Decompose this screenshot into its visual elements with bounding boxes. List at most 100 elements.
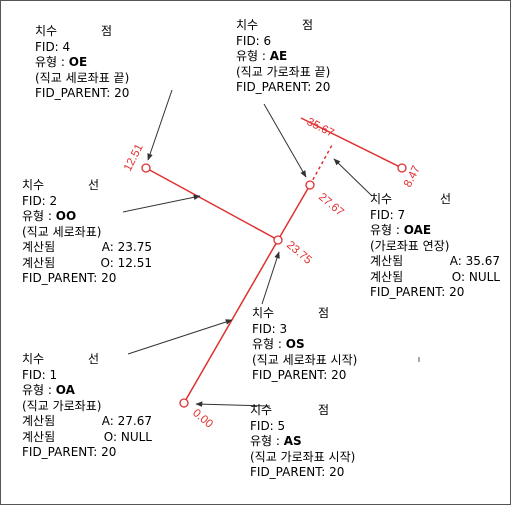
type-line: 유형 : OAE xyxy=(370,223,500,239)
calc-value: O: 12.51 xyxy=(100,255,152,270)
type-line: 유형 : AE xyxy=(236,49,330,65)
heading-kind: 점 xyxy=(318,403,330,417)
type-code: OO xyxy=(55,209,77,223)
calc-row-a: 계산됨 A: 23.75 xyxy=(22,240,152,256)
fid-label: FID: 3 xyxy=(252,321,288,336)
type-code: OE xyxy=(68,55,88,69)
fid-label: FID: 7 xyxy=(370,207,406,222)
type-prefix: 유형 : xyxy=(370,223,404,237)
block-heading: 치수 선 xyxy=(22,352,152,368)
type-prefix: 유형 : xyxy=(250,434,284,448)
segment-oae-dashed xyxy=(309,144,333,186)
calc-value: A: 23.75 xyxy=(101,240,152,254)
fid-parent: FID_PARENT: 20 xyxy=(252,368,347,382)
label-block-fid3: 치수 점 FID: 3 유형 : OS (직교 세로좌표 시작) FID_PAR… xyxy=(252,306,357,384)
fid-label: FID: 2 xyxy=(22,193,58,208)
leader-fid6 xyxy=(263,103,307,178)
heading-dimension: 치수 xyxy=(252,306,275,320)
type-prefix: 유형 : xyxy=(22,209,56,223)
node-bottom xyxy=(179,398,189,408)
type-prefix: 유형 : xyxy=(22,383,56,397)
label-block-fid4: 치수 점 FID: 4 유형 : OE (직교 세로좌표 끝) FID_PARE… xyxy=(35,24,129,102)
type-prefix: 유형 : xyxy=(236,49,270,63)
heading-dimension: 치수 xyxy=(370,192,393,206)
type-prefix: 유형 : xyxy=(35,55,69,69)
fid-label: FID: 5 xyxy=(250,418,286,433)
calc-label: 계산됨 xyxy=(22,255,56,270)
heading-kind: 선 xyxy=(88,352,100,366)
block-heading: 치수 점 xyxy=(252,306,357,322)
node-oae-right xyxy=(397,163,407,173)
block-heading: 치수 점 xyxy=(236,18,330,34)
heading-kind: 점 xyxy=(318,306,330,320)
block-heading: 치수 점 xyxy=(35,24,129,40)
type-code: OS xyxy=(285,337,305,351)
fid-parent: FID_PARENT: 20 xyxy=(35,86,130,100)
type-description: (직교 가로좌표 시작) xyxy=(250,449,356,464)
calc-row-o: 계산됨 O: NULL xyxy=(370,270,500,286)
calc-label: 계산됨 xyxy=(370,269,404,284)
calc-label: 계산됨 xyxy=(370,254,404,268)
type-line: 유형 : OO xyxy=(22,209,152,225)
heading-kind: 점 xyxy=(302,18,314,32)
type-line: 유형 : AS xyxy=(250,434,355,450)
fid-parent: FID_PARENT: 20 xyxy=(250,465,345,479)
segment-oae xyxy=(300,117,403,169)
heading-dimension: 치수 xyxy=(22,352,45,366)
calc-value: O: NULL xyxy=(103,429,152,444)
label-block-fid2: 치수 선 FID: 2 유형 : OO (직교 세로좌표) 계산됨 A: 23.7… xyxy=(22,178,152,287)
calc-value: O: NULL xyxy=(451,269,500,284)
node-junction xyxy=(273,235,283,245)
leader-fid4 xyxy=(147,89,173,161)
type-description: (직교 세로좌표) xyxy=(22,224,102,239)
calc-label: 계산됨 xyxy=(22,240,56,254)
calc-label: 계산됨 xyxy=(22,414,56,428)
type-description: (직교 가로좌표) xyxy=(22,398,102,413)
fid-label: FID: 4 xyxy=(35,39,71,54)
type-code: OAE xyxy=(403,223,432,237)
calc-row-a: 계산됨 A: 35.67 xyxy=(370,254,500,270)
leader-fid1 xyxy=(127,319,233,355)
calc-row-o: 계산됨 O: 12.51 xyxy=(22,256,152,272)
label-block-fid7: 치수 선 FID: 7 유형 : OAE (가로좌표 연장) 계산됨 A: 35.… xyxy=(370,192,500,301)
calc-label: 계산됨 xyxy=(22,429,56,444)
heading-kind: 선 xyxy=(440,192,452,206)
type-line: 유형 : OA xyxy=(22,383,152,399)
leader-fid5 xyxy=(195,401,271,407)
fid-parent: FID_PARENT: 20 xyxy=(370,285,465,299)
heading-kind: 점 xyxy=(101,24,113,38)
type-prefix: 유형 : xyxy=(252,337,286,351)
type-description: (직교 가로좌표 끝) xyxy=(236,64,331,79)
label-block-fid6: 치수 점 FID: 6 유형 : AE (직교 가로좌표 끝) FID_PARE… xyxy=(236,18,330,96)
measure-ae: 27.67 xyxy=(316,191,346,219)
heading-dimension: 치수 xyxy=(35,24,58,38)
type-code: OA xyxy=(55,383,75,397)
fid-parent: FID_PARENT: 20 xyxy=(22,445,117,459)
fid-label: FID: 1 xyxy=(22,367,58,382)
fid-label: FID: 6 xyxy=(236,33,272,48)
leader-fid7 xyxy=(333,158,373,197)
type-line: 유형 : OE xyxy=(35,55,129,71)
heading-dimension: 치수 xyxy=(250,403,273,417)
fid-parent: FID_PARENT: 20 xyxy=(22,271,117,285)
measure-junction: 23.75 xyxy=(284,239,314,267)
fid-parent: FID_PARENT: 20 xyxy=(236,80,331,94)
leader-fid2 xyxy=(122,194,201,213)
type-description: (직교 세로좌표 끝) xyxy=(35,70,130,85)
heading-dimension: 치수 xyxy=(22,178,45,192)
label-block-fid5: 치수 점 FID: 5 유형 : AS (직교 가로좌표 시작) FID_PAR… xyxy=(250,403,355,481)
measure-oae-upper: 35.67 xyxy=(305,116,336,140)
calc-value: A: 35.67 xyxy=(449,254,500,268)
segment-ae xyxy=(277,184,311,241)
block-heading: 치수 선 xyxy=(22,178,152,194)
measure-bottom: 0.00 xyxy=(190,407,215,431)
type-line: 유형 : OS xyxy=(252,337,357,353)
type-description: (가로좌표 연장) xyxy=(370,238,450,253)
calc-row-o: 계산됨 O: NULL xyxy=(22,430,152,446)
type-code: AS xyxy=(283,434,302,448)
block-heading: 치수 선 xyxy=(370,192,500,208)
node-top-left xyxy=(141,163,151,173)
